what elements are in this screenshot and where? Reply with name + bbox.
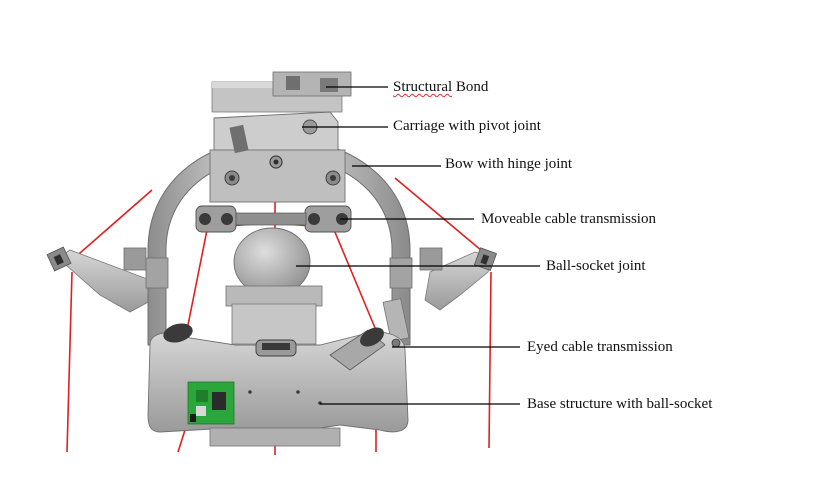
cable-left-outer xyxy=(67,272,72,452)
cable-right-outer xyxy=(489,272,491,448)
label-moveable-cable: Moveable cable transmission xyxy=(481,210,656,228)
label-eyed-cable: Eyed cable transmission xyxy=(527,338,673,356)
carriage-block xyxy=(210,112,345,202)
left-arm xyxy=(47,247,152,312)
label-base-structure: Base structure with ball-socket xyxy=(527,395,712,413)
structural-bond-block xyxy=(212,72,351,112)
label-structural-bond-word: Structural xyxy=(393,79,452,95)
label-structural-bond-rest: Bond xyxy=(452,79,488,95)
label-bow: Bow with hinge joint xyxy=(445,155,572,173)
label-ball-socket-joint: Ball-socket joint xyxy=(546,257,646,275)
cable-left-inner-low xyxy=(178,430,185,452)
label-structural-bond: Structural Bond xyxy=(393,78,488,96)
pcb-board-icon xyxy=(188,382,234,424)
ball-socket xyxy=(226,228,322,344)
right-arm xyxy=(420,248,497,310)
label-carriage: Carriage with pivot joint xyxy=(393,117,541,135)
cable-right-inner xyxy=(332,225,378,335)
cable-left-inner xyxy=(185,225,208,340)
